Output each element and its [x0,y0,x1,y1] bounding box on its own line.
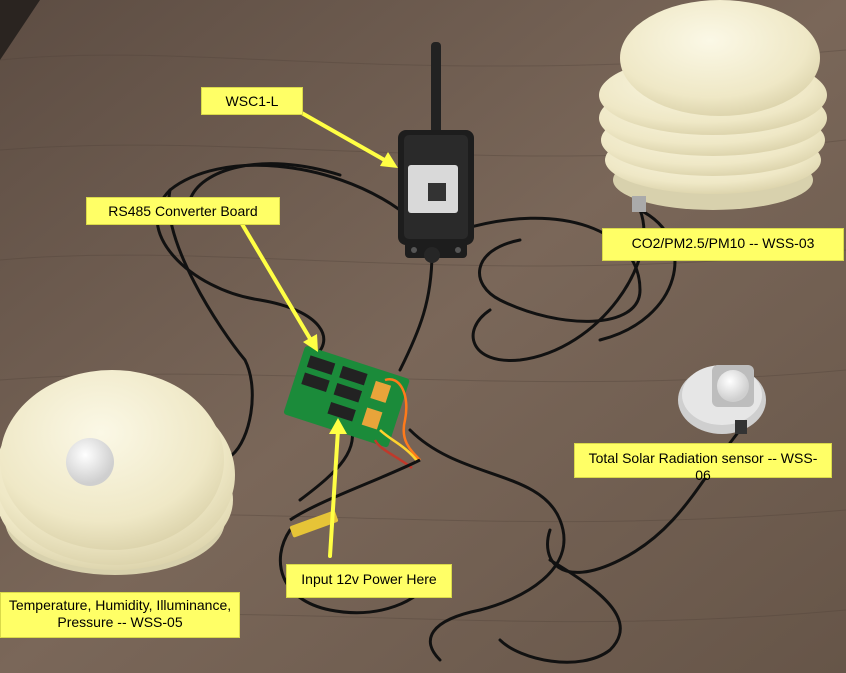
arrow-gateway [298,110,390,164]
weather-label: Temperature, Humidity, Illuminance, Pres… [0,592,240,638]
power-label: Input 12v Power Here [286,564,452,598]
solar-radiation-sensor [678,365,766,434]
gateway-device [398,130,474,263]
converter-label: RS485 Converter Board [86,197,280,225]
power-lead [289,458,421,538]
arrow-gateway-head [380,152,398,168]
arrow-converter [240,222,314,344]
cables [155,162,742,664]
air-quality-label: CO2/PM2.5/PM10 -- WSS-03 [602,228,844,261]
air-quality-sensor [599,0,827,212]
annotation-arrows [240,110,398,558]
dark-corner [0,0,40,60]
arrow-power-head [329,418,347,434]
weather-sensor [0,370,235,575]
gateway-antenna [431,42,441,137]
converter-board [283,346,410,448]
arrow-converter-head [303,334,318,352]
gateway-label: WSC1-L [201,87,303,115]
solar-label: Total Solar Radiation sensor -- WSS-06 [574,443,832,483]
arrow-power [328,428,340,558]
